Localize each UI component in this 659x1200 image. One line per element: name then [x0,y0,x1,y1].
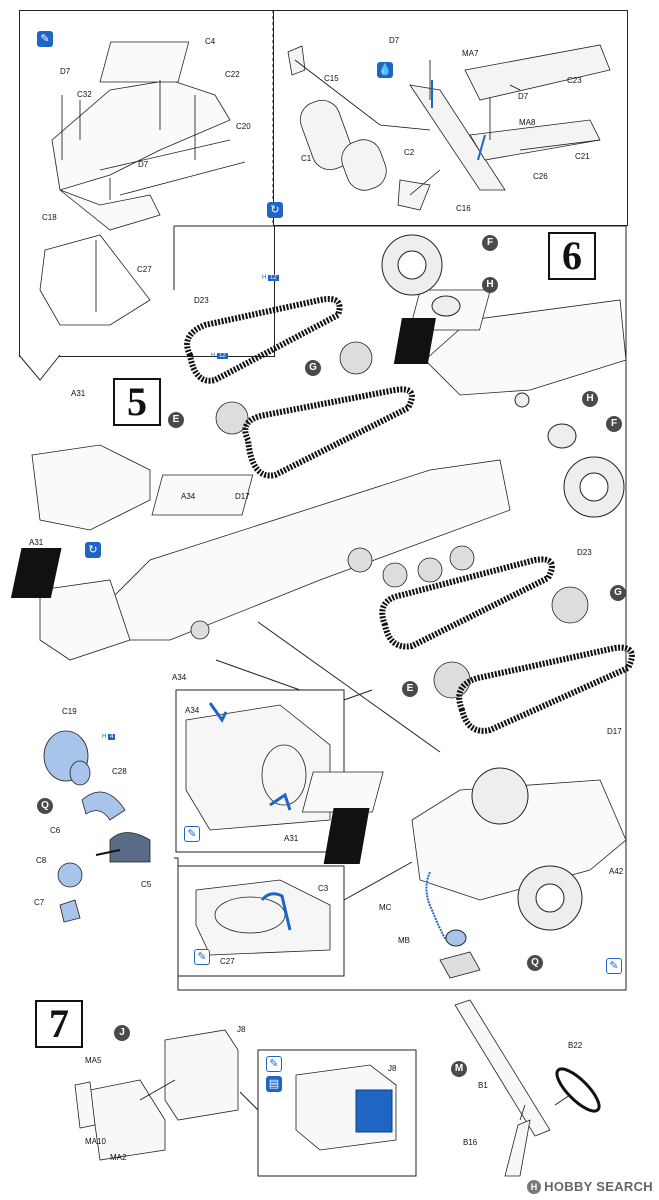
marker-J: J [114,1025,130,1041]
part-label: C16 [456,204,471,213]
paint-brush-icon: ✎ [37,31,53,47]
step-number-7: 7 [35,1000,83,1048]
part-label: C8 [36,856,47,865]
marker-H: H [482,277,498,293]
part-label: MA7 [462,49,479,58]
paint-brush-icon: ✎ [266,1056,282,1072]
part-label: A31 [71,389,86,398]
hobby-search-logo-icon: H [527,1180,542,1194]
part-label: C23 [567,76,582,85]
part-label: C27 [220,957,235,966]
part-label: C28 [112,767,127,776]
part-label: MA2 [110,1153,127,1162]
part-label: A42 [609,867,624,876]
part-label: MA8 [519,118,536,127]
paint-brush-icon: ✎ [184,826,200,842]
part-label: B16 [463,1138,478,1147]
marker-G: G [305,360,321,376]
part-label: D17 [235,492,250,501]
part-label: C27 [137,265,152,274]
flip-over-icon: ↻ [85,542,101,558]
part-label: MC [379,903,392,912]
part-label: C3 [318,884,329,893]
paint-code-tag: H 4 [102,734,116,740]
part-label: D17 [607,727,622,736]
part-label: C26 [533,172,548,181]
part-label: A31 [29,538,44,547]
part-label: C21 [575,152,590,161]
paint-brush-icon: ✎ [194,949,210,965]
flip-over-icon: ↻ [267,202,283,218]
part-label: C4 [205,37,216,46]
part-label: C5 [141,880,152,889]
decal-icon: ▤ [266,1076,282,1092]
marker-H: H [582,391,598,407]
part-label: D23 [194,296,209,305]
marker-F: F [482,235,498,251]
step-number-5: 5 [113,378,161,426]
part-label: C1 [301,154,312,163]
part-label: A34 [172,673,187,682]
marker-E: E [402,681,418,697]
marker-Q: Q [37,798,53,814]
part-label: MA10 [85,1137,106,1146]
part-label: A31 [284,834,299,843]
part-label: MB [398,936,410,945]
part-label: C15 [324,74,339,83]
part-label: D7 [138,160,149,169]
part-label: D7 [389,36,400,45]
part-label: MA5 [85,1056,102,1065]
part-label: D23 [577,548,592,557]
step-number-6: 6 [548,232,596,280]
marker-M: M [451,1061,467,1077]
glue-drop-icon: 💧 [377,62,393,78]
part-label: C32 [77,90,92,99]
paint-code-tag: H 12 [211,353,228,359]
part-label: J8 [388,1064,397,1073]
paint-code-tag: H 12 [262,275,279,281]
paint-brush-icon: ✎ [606,958,622,974]
part-label: A34 [181,492,196,501]
part-label: J8 [237,1025,246,1034]
marker-E: E [168,412,184,428]
part-label: D7 [518,92,529,101]
marker-F: F [606,416,622,432]
part-label: C22 [225,70,240,79]
part-label: B22 [568,1041,583,1050]
part-label: D7 [60,67,71,76]
part-label: A34 [185,706,200,715]
marker-G: G [610,585,626,601]
part-label: C19 [62,707,77,716]
part-label: B1 [478,1081,488,1090]
part-label: C6 [50,826,61,835]
part-label: C2 [404,148,415,157]
part-label: C20 [236,122,251,131]
marker-Q: Q [527,955,543,971]
part-label: C18 [42,213,57,222]
part-label: C7 [34,898,45,907]
